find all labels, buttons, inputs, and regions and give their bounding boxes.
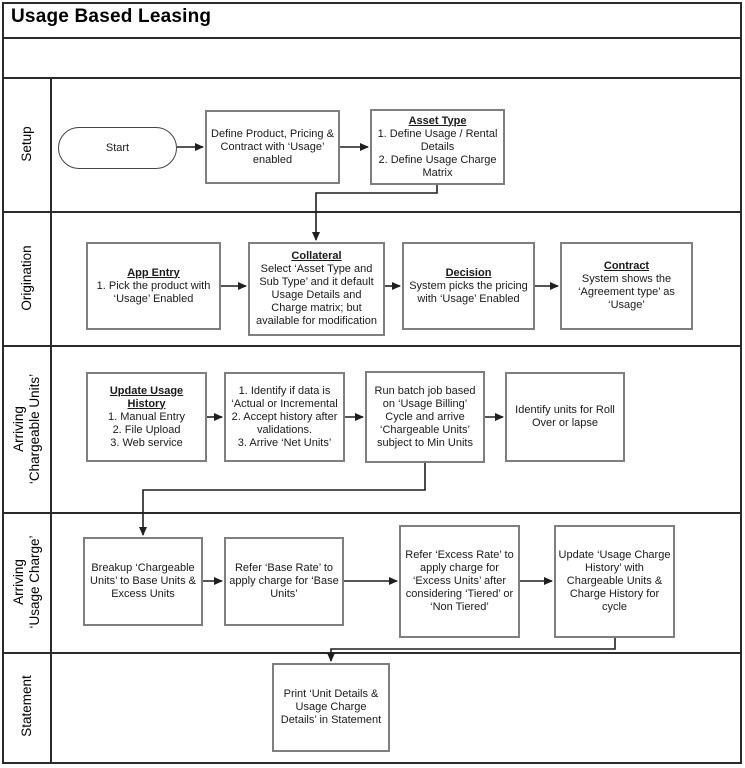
node-text: 2. Accept history after validations. bbox=[231, 410, 338, 436]
node-text: Start bbox=[105, 142, 130, 154]
node-identify-units: Identify units for Roll Over or lapse bbox=[505, 372, 625, 462]
node-run-batch-job: Run batch job based on ‘Usage Billing’ C… bbox=[365, 371, 485, 463]
node-start: Start bbox=[58, 127, 177, 169]
lane-divider-origination-chargeable bbox=[2, 345, 742, 347]
page-title: Usage Based Leasing bbox=[11, 6, 212, 27]
node-asset-type: Asset Type 1. Define Usage / Rental Deta… bbox=[370, 109, 505, 185]
lane-label-text: ‘Usage Charge’ bbox=[27, 535, 42, 629]
node-update-usage-charge-history: Update ‘Usage Charge History’ with Charg… bbox=[554, 525, 675, 638]
lane-label-text: Statement bbox=[19, 675, 34, 737]
node-text: Breakup ‘Chargeable Units’ to Base Units… bbox=[90, 562, 196, 600]
node-app-entry: App Entry 1. Pick the product with ‘Usag… bbox=[86, 242, 221, 330]
lane-label-text: Setup bbox=[19, 126, 34, 162]
lane-divider-usagecharge-statement bbox=[2, 652, 742, 654]
node-text: System shows the ‘Agreement type’ as ‘Us… bbox=[578, 273, 675, 311]
node-collateral: Collateral Select ‘Asset Type and Sub Ty… bbox=[248, 242, 385, 336]
lane-label-text: ‘Chargeable Units’ bbox=[27, 373, 42, 484]
node-decision: Decision System picks the pricing with ‘… bbox=[402, 242, 535, 330]
node-text: Define Product, Pricing & Contract with … bbox=[211, 127, 334, 166]
node-text: 3. Arrive ‘Net Units’ bbox=[237, 436, 332, 449]
node-text: Print ‘Unit Details & Usage Charge Detai… bbox=[280, 688, 382, 726]
node-text: 1. Identify if data is ‘Actual or Increm… bbox=[231, 384, 338, 410]
node-print-statement: Print ‘Unit Details & Usage Charge Detai… bbox=[272, 663, 390, 752]
lane-label-divider-line bbox=[50, 77, 52, 764]
node-text: Identify units for Roll Over or lapse bbox=[515, 404, 615, 429]
node-identify-data: 1. Identify if data is ‘Actual or Increm… bbox=[224, 372, 345, 462]
lane-label-text: Arriving bbox=[11, 559, 26, 605]
header-band-divider-line bbox=[2, 77, 742, 79]
lane-label-text: Origination bbox=[19, 245, 34, 311]
lane-label-arriving-usage-charge: Arriving ‘Usage Charge’ bbox=[4, 512, 50, 652]
node-text: Select ‘Asset Type and Sub Type’ and it … bbox=[255, 263, 378, 327]
node-text: Refer ‘Base Rate’ to apply charge for ‘B… bbox=[229, 562, 339, 600]
node-text: 1. Pick the product with ‘Usage’ Enabled bbox=[96, 279, 211, 305]
node-text: Update ‘Usage Charge History’ with Charg… bbox=[558, 549, 671, 613]
lane-divider-setup-origination bbox=[2, 211, 742, 213]
node-breakup-units: Breakup ‘Chargeable Units’ to Base Units… bbox=[83, 537, 203, 626]
node-refer-excess-rate: Refer ‘Excess Rate’ to apply charge for … bbox=[399, 525, 520, 638]
node-title: Collateral bbox=[291, 250, 342, 262]
lane-label-statement: Statement bbox=[4, 652, 50, 760]
node-text: Refer ‘Excess Rate’ to apply charge for … bbox=[405, 549, 514, 613]
node-text: 1. Define Usage / Rental Details bbox=[377, 127, 498, 153]
node-contract: Contract System shows the ‘Agreement typ… bbox=[560, 242, 693, 330]
title-divider-line bbox=[2, 37, 742, 39]
lane-divider-chargeable-usagecharge bbox=[2, 512, 742, 514]
lane-label-origination: Origination bbox=[4, 211, 50, 345]
node-title: Asset Type bbox=[408, 114, 467, 127]
node-title: Update Usage History bbox=[109, 384, 184, 410]
node-define-product: Define Product, Pricing & Contract with … bbox=[205, 110, 340, 184]
node-text: System picks the pricing with ‘Usage’ En… bbox=[409, 279, 528, 305]
node-text: 2. Define Usage Charge Matrix bbox=[378, 153, 497, 179]
node-text: 2. File Upload bbox=[112, 423, 181, 436]
lane-label-setup: Setup bbox=[4, 77, 50, 211]
node-title: Decision bbox=[445, 266, 492, 279]
node-text: 1. Manual Entry bbox=[107, 410, 186, 423]
node-title: Contract bbox=[603, 260, 650, 272]
node-update-usage-history: Update Usage History 1. Manual Entry 2. … bbox=[86, 372, 207, 462]
lane-label-text: Arriving bbox=[11, 405, 26, 452]
node-refer-base-rate: Refer ‘Base Rate’ to apply charge for ‘B… bbox=[224, 537, 344, 626]
lane-label-arriving-chargeable-units: Arriving ‘Chargeable Units’ bbox=[4, 345, 50, 512]
node-text: Run batch job based on ‘Usage Billing’ C… bbox=[374, 384, 476, 449]
node-text: 3. Web service bbox=[110, 436, 183, 449]
node-title: App Entry bbox=[127, 266, 180, 279]
